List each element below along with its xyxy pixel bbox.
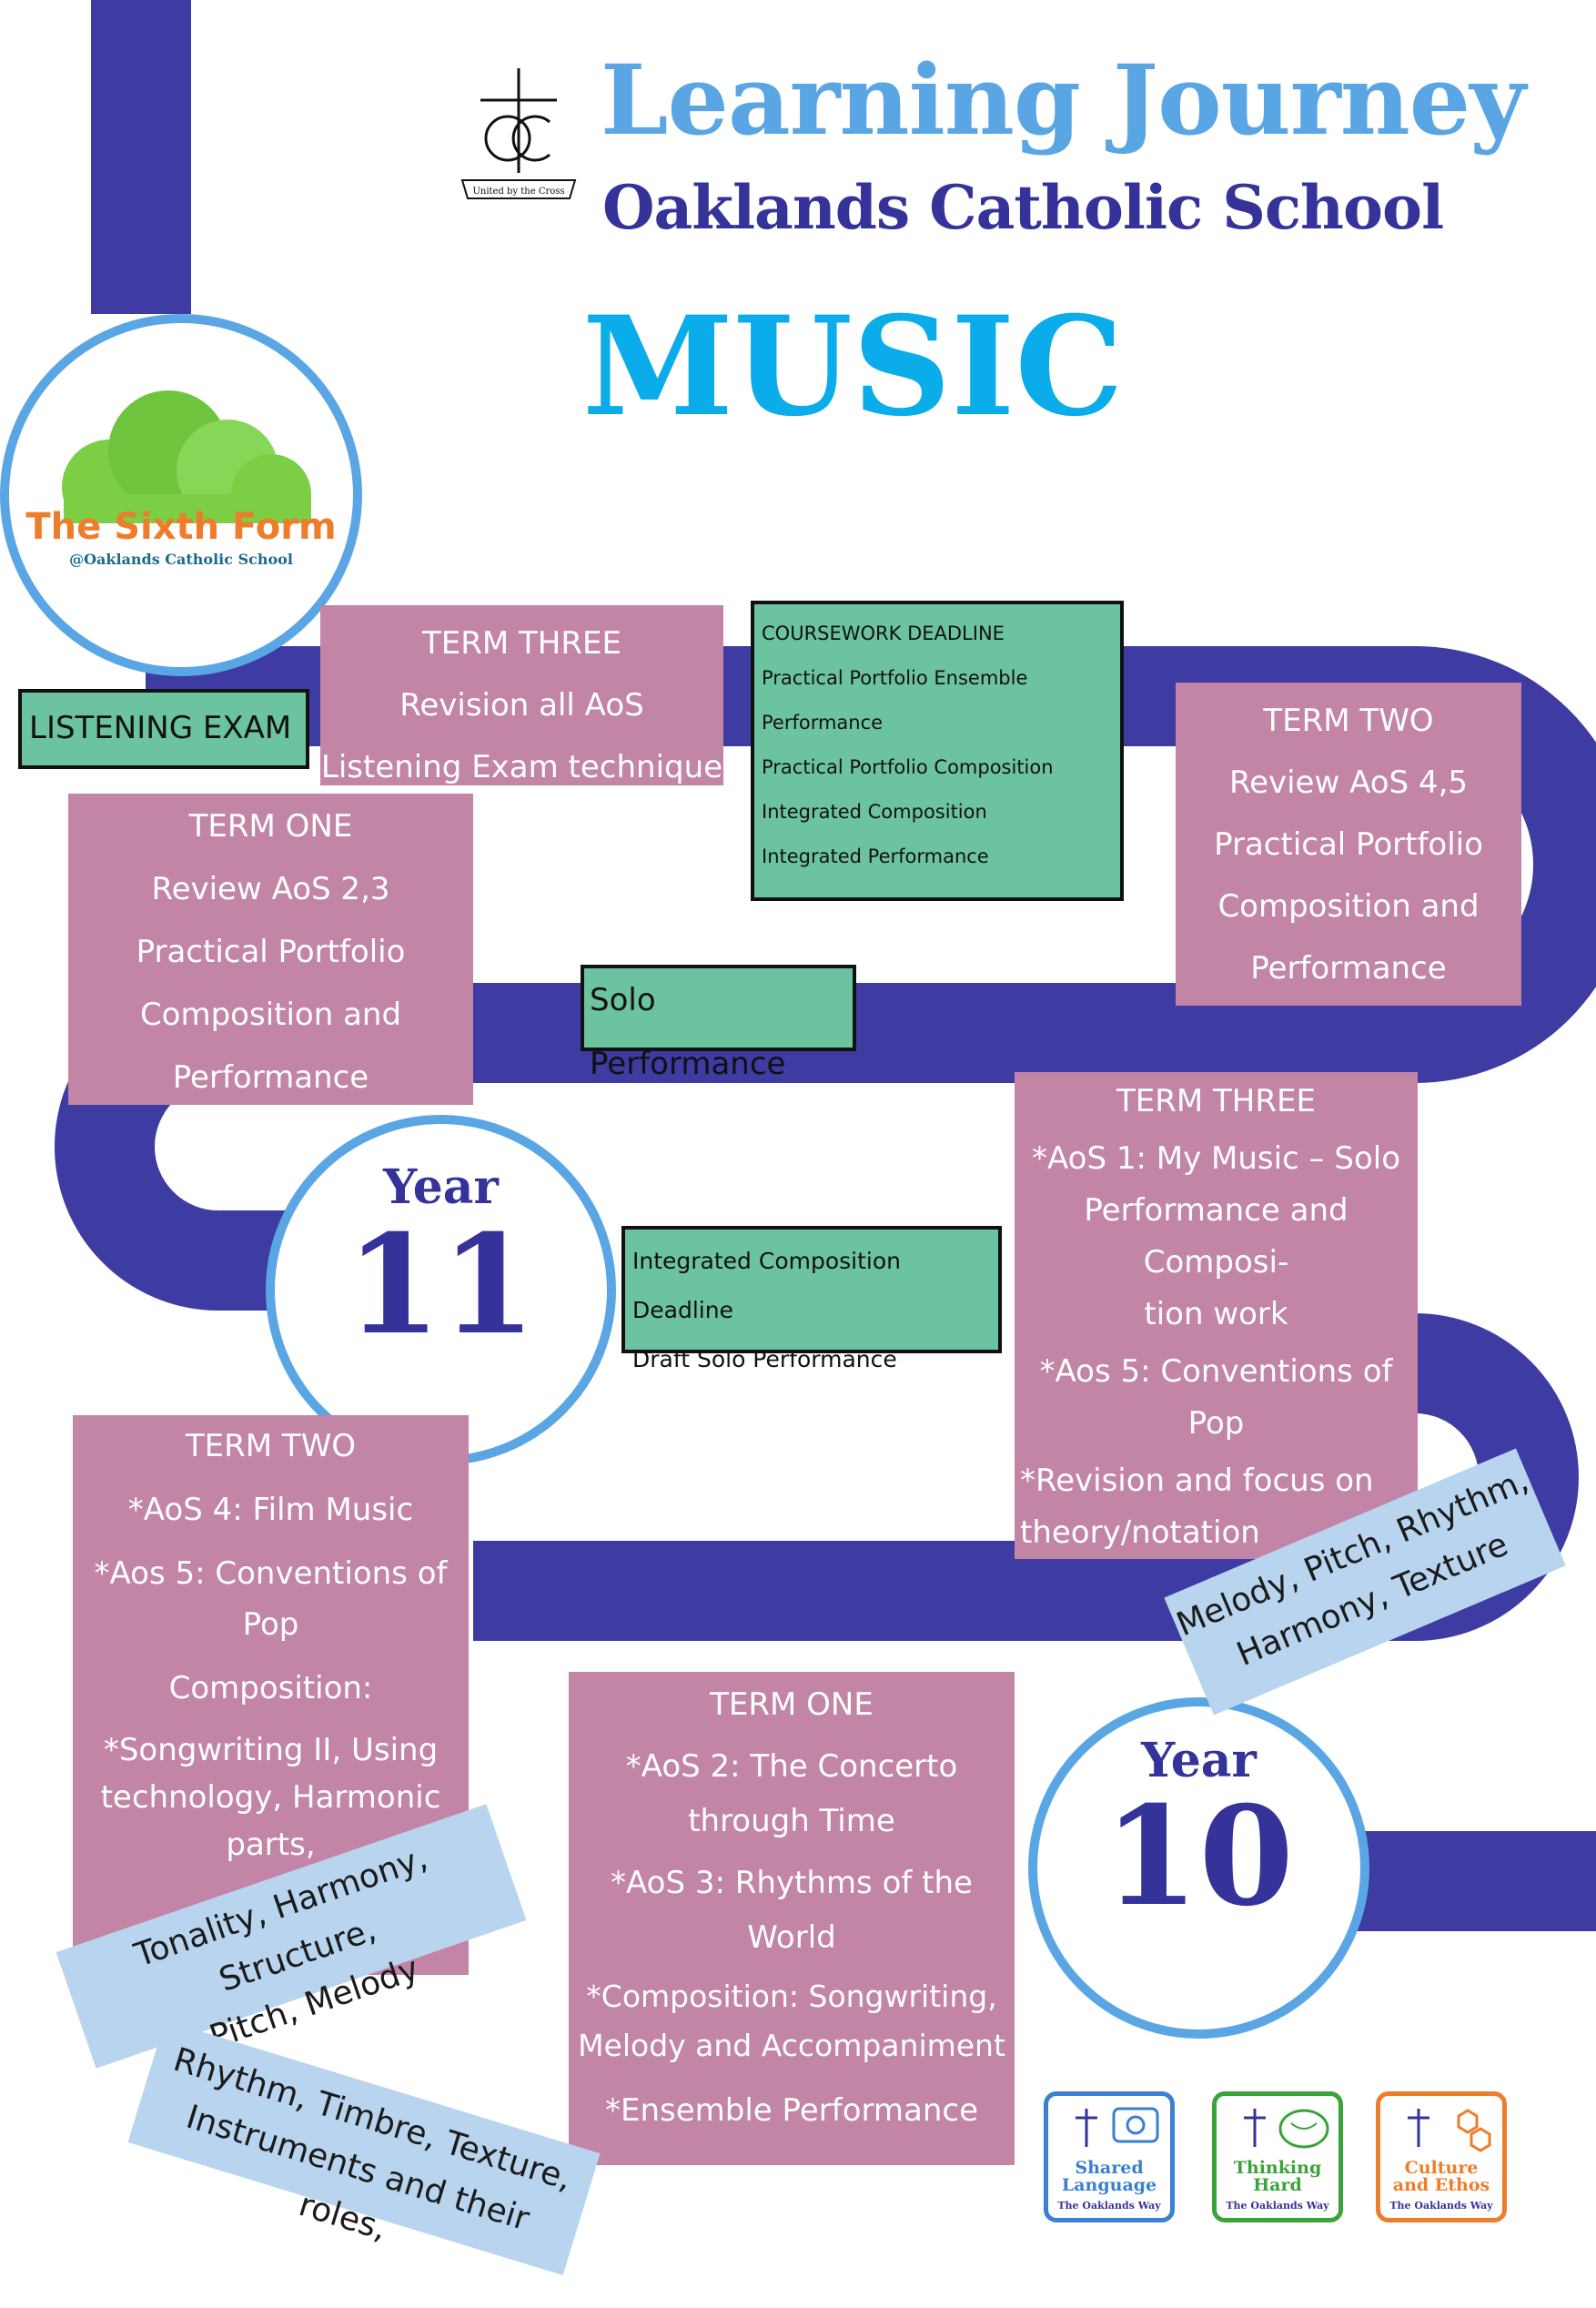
term-line: Listening Exam technique bbox=[320, 749, 723, 785]
badge-title: Thinking Hard bbox=[1217, 2160, 1338, 2194]
term-line: Composition: bbox=[168, 1670, 373, 1706]
crest-motto: United by the Cross bbox=[472, 187, 564, 197]
term-line: Practical Portfolio bbox=[1214, 826, 1483, 863]
term-line: *Composition: Songwriting, bbox=[586, 1979, 997, 2014]
y10-term-one-box: TERM ONE *AoS 2: The Concerto through Ti… bbox=[569, 1672, 1015, 2165]
term-title: TERM THREE bbox=[1116, 1083, 1316, 1119]
term-line: theory/notation bbox=[1020, 1514, 1260, 1551]
milestone-line: Practical Portfolio Ensemble bbox=[762, 667, 1028, 689]
badge-culture-ethos: Culture and Ethos The Oaklands Way bbox=[1376, 2091, 1507, 2222]
year-11-label: Year bbox=[383, 1159, 499, 1215]
term-line: Composition and bbox=[1217, 888, 1480, 925]
term-line: *AoS 4: Film Music bbox=[127, 1492, 414, 1528]
milestone-line: Practical Portfolio Composition bbox=[762, 756, 1054, 778]
cloud-icon bbox=[62, 390, 311, 523]
term-line: World bbox=[747, 1919, 836, 1956]
year-11-number: 11 bbox=[346, 1205, 536, 1365]
term-line: Melody and Accompaniment bbox=[578, 2028, 1005, 2063]
milestone-text: LISTENING EXAM bbox=[29, 710, 292, 746]
milestone-text: Solo Performance bbox=[590, 982, 786, 1082]
listening-exam-milestone: LISTENING EXAM bbox=[18, 689, 309, 769]
term-line: *Revision and focus on bbox=[1020, 1463, 1374, 1499]
badge-title-line: Language bbox=[1061, 2175, 1157, 2195]
badge-title-line: Culture bbox=[1404, 2158, 1479, 2178]
milestone-line: Integrated Performance bbox=[762, 845, 989, 867]
term-line: *Songwriting II, Using bbox=[103, 1732, 439, 1768]
term-line: tion work bbox=[1144, 1296, 1288, 1332]
milestone-line: Integrated Composition Deadline bbox=[632, 1248, 901, 1323]
solo-performance-milestone: Solo Performance bbox=[581, 965, 856, 1082]
term-line: technology, Harmonic bbox=[100, 1779, 441, 1816]
year-11-circle: Year 11 bbox=[266, 1115, 616, 1465]
term-line: *Ensemble Performance bbox=[605, 2092, 978, 2129]
badge-thinking-hard: Thinking Hard The Oaklands Way bbox=[1212, 2091, 1343, 2222]
badge-title-line: Thinking bbox=[1233, 2158, 1322, 2178]
coursework-deadline-milestone: COURSEWORK DEADLINE Practical Portfolio … bbox=[751, 601, 1124, 901]
term-line: *Aos 5: Conventions of bbox=[94, 1555, 448, 1592]
term-line: Practical Portfolio bbox=[136, 934, 406, 970]
brain-icon bbox=[1244, 2109, 1329, 2149]
term-line: Performance and Composi- bbox=[1084, 1192, 1349, 1281]
term-title: TERM TWO bbox=[1263, 703, 1434, 739]
term-title: TERM TWO bbox=[185, 1428, 357, 1464]
school-crest: United by the Cross bbox=[455, 64, 582, 209]
page-title: Learning Journey bbox=[601, 43, 1526, 157]
term-line: *Aos 5: Conventions of bbox=[1039, 1353, 1393, 1390]
badge-title: Culture and Ethos bbox=[1380, 2160, 1502, 2194]
milestone-line: Integrated Composition bbox=[762, 801, 987, 823]
term-line: parts, bbox=[226, 1827, 316, 1863]
sixth-form-name: The Sixth Form bbox=[25, 506, 337, 548]
term-line: Pop bbox=[1187, 1405, 1245, 1442]
subject-title: MUSIC bbox=[582, 287, 1124, 447]
term-line: Review AoS 2,3 bbox=[151, 871, 390, 907]
term-title: TERM THREE bbox=[422, 625, 621, 662]
term-line: through Time bbox=[688, 1803, 895, 1839]
honeycomb-icon bbox=[1408, 2109, 1491, 2152]
y11-term-two-box: TERM TWO Review AoS 4,5 Practical Portfo… bbox=[1176, 683, 1521, 1006]
term-line: Performance bbox=[1250, 950, 1447, 987]
year-10-circle: Year 10 bbox=[1028, 1697, 1369, 2039]
y10-term-three-box: TERM THREE *AoS 1: My Music – Solo Perfo… bbox=[1015, 1072, 1418, 1559]
integrated-deadline-milestone: Integrated Composition Deadline Draft So… bbox=[621, 1226, 1002, 1372]
milestone-line: COURSEWORK DEADLINE bbox=[762, 623, 1005, 644]
term-line: Pop bbox=[242, 1606, 299, 1643]
year-10-label: Year bbox=[1141, 1733, 1257, 1788]
badge-title-line: Shared bbox=[1075, 2158, 1144, 2178]
term-line: Performance bbox=[172, 1059, 369, 1096]
term-line: Review AoS 4,5 bbox=[1228, 764, 1469, 801]
term-line: *AoS 3: Rhythms of the bbox=[611, 1865, 973, 1901]
badge-title-line: Hard bbox=[1253, 2175, 1302, 2195]
badge-sub: The Oaklands Way bbox=[1389, 2200, 1493, 2212]
term-line: Composition and bbox=[139, 997, 402, 1033]
badge-sub: The Oaklands Way bbox=[1226, 2200, 1329, 2212]
term-title: TERM ONE bbox=[188, 808, 353, 845]
sixth-form-logo-circle: The Sixth Form @Oaklands Catholic School bbox=[0, 314, 362, 676]
school-name: Oaklands Catholic School bbox=[602, 172, 1444, 243]
y11-term-one-box: TERM ONE Review AoS 2,3 Practical Portfo… bbox=[68, 794, 473, 1105]
term-line: Revision all AoS bbox=[399, 687, 644, 724]
term-title: TERM ONE bbox=[710, 1686, 874, 1723]
term-line: *AoS 1: My Music – Solo bbox=[1032, 1140, 1400, 1177]
badge-title-line: and Ethos bbox=[1392, 2175, 1490, 2195]
y11-term-three-box: TERM THREE Revision all AoS Listening Ex… bbox=[320, 605, 723, 785]
year-10-number: 10 bbox=[1104, 1777, 1294, 1937]
sixth-form-sub: @Oaklands Catholic School bbox=[69, 551, 293, 568]
milestone-line: Draft Solo Performance bbox=[632, 1346, 897, 1372]
term-line: *AoS 2: The Concerto bbox=[625, 1748, 958, 1785]
badge-title: Shared Language bbox=[1048, 2160, 1170, 2194]
badge-sub: The Oaklands Way bbox=[1057, 2200, 1161, 2212]
badge-shared-language: Shared Language The Oaklands Way bbox=[1044, 2091, 1175, 2222]
speech-gear-icon bbox=[1076, 2107, 1159, 2147]
milestone-line: Performance bbox=[762, 712, 884, 734]
